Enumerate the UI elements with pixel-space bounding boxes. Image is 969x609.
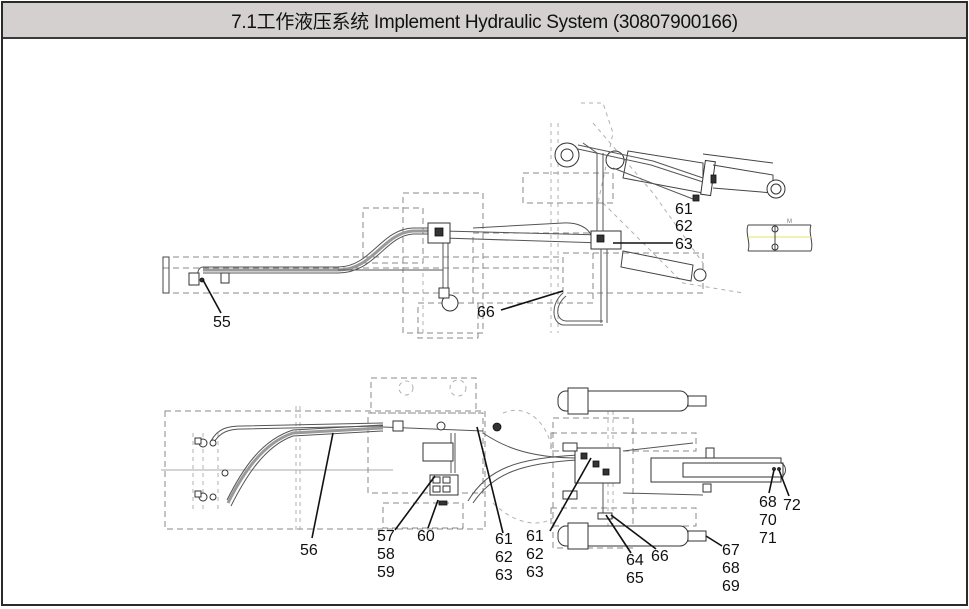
distribution-block <box>553 142 622 326</box>
callout-67: 67 <box>722 542 740 559</box>
leader-66-top <box>500 290 564 311</box>
central-distribution-block <box>562 442 621 520</box>
page-title: 7.1工作液压系统 Implement Hydraulic System (30… <box>231 11 738 33</box>
pipe-run-main <box>196 222 604 303</box>
leader-72 <box>778 469 790 497</box>
leader-57 <box>394 475 436 531</box>
callout-69: 69 <box>722 578 740 595</box>
hydraulic-diagram: M 55 66 61 62 63 <box>161 102 813 595</box>
callout-55: 55 <box>213 314 231 331</box>
bucket-cylinder <box>620 250 707 282</box>
tilt-cylinder <box>650 447 786 493</box>
callout-66-bottom: 66 <box>651 548 669 565</box>
leader-67 <box>705 535 723 547</box>
callout-61-top: 61 <box>675 201 693 218</box>
detail-view-m: M <box>746 219 813 252</box>
lift-cylinder-lower <box>557 522 707 550</box>
callout-61-right: 61 <box>526 528 544 545</box>
callout-70: 70 <box>759 512 777 529</box>
plan-view-hydraulic-layout: 56 57 58 59 60 61 62 63 61 62 63 64 65 6… <box>161 377 801 595</box>
leader-56 <box>311 432 334 539</box>
callout-72: 72 <box>783 497 801 514</box>
callout-59: 59 <box>377 564 395 581</box>
control-valve <box>427 222 459 312</box>
boom-cylinder <box>554 142 786 202</box>
callout-56: 56 <box>300 542 318 559</box>
leader-64 <box>605 514 632 554</box>
leader-61-right <box>549 457 592 532</box>
callout-71: 71 <box>759 530 777 547</box>
callout-60: 60 <box>417 528 435 545</box>
callout-63-top: 63 <box>675 236 693 253</box>
leader-61-mid <box>476 426 504 534</box>
callout-63-mid: 63 <box>495 567 513 584</box>
callout-65: 65 <box>626 570 644 587</box>
callout-64: 64 <box>626 552 644 569</box>
diagram-canvas: M 55 66 61 62 63 <box>3 39 966 604</box>
rear-axle-components <box>194 437 229 502</box>
leader-68-right <box>768 469 775 494</box>
callout-58: 58 <box>377 546 395 563</box>
callout-57: 57 <box>377 528 395 545</box>
callout-66-top: 66 <box>477 304 495 321</box>
detail-view-label: M <box>787 219 792 225</box>
leader-60 <box>427 499 439 529</box>
title-bar: 7.1工作液压系统 Implement Hydraulic System (30… <box>3 3 966 39</box>
leader-55 <box>202 279 222 314</box>
callout-68-lower: 68 <box>722 560 740 577</box>
lift-cylinder-upper <box>557 387 707 415</box>
rear-components <box>162 256 230 294</box>
side-view-hydraulic-layout: M 55 66 61 62 63 <box>162 102 813 339</box>
callout-62-mid: 62 <box>495 549 513 566</box>
callout-68-right: 68 <box>759 494 777 511</box>
callout-62-right: 62 <box>526 546 544 563</box>
leader-66-bottom <box>610 514 657 550</box>
callout-61-mid: 61 <box>495 531 513 548</box>
callout-62-top: 62 <box>675 218 693 235</box>
chassis-outline <box>162 102 744 339</box>
callout-63-right: 63 <box>526 564 544 581</box>
